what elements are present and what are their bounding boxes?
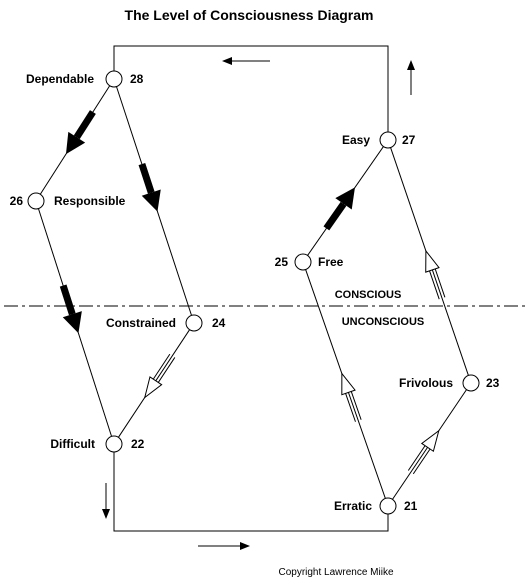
edge-arrow-head [65, 131, 86, 155]
edge-arrow-rail [407, 445, 426, 471]
edge-erratic-to-frivolous [392, 389, 467, 500]
node-responsible: 26 Responsible [10, 192, 126, 210]
node-erratic-name: Erratic [334, 499, 372, 513]
node-difficult: Difficult 22 [50, 435, 145, 453]
node-dependable: Dependable 28 [26, 70, 144, 88]
edge-arrow-rail [429, 270, 440, 300]
loop-arrow-up [407, 60, 415, 95]
edge-arrow-rail [345, 393, 356, 422]
loop-arrow-right [198, 542, 250, 550]
copyright-text: Copyright Lawrence Miike [278, 567, 393, 578]
node-erratic-circle [379, 497, 397, 515]
node-easy-circle [379, 131, 397, 149]
edge-arrow-rail [412, 448, 431, 475]
edge-arrow-head [62, 311, 82, 334]
node-easy-level: 27 [402, 133, 416, 147]
edge-arrow-head [335, 187, 355, 210]
node-dependable-level: 28 [130, 72, 144, 86]
edge-arrow-head [425, 249, 440, 273]
node-responsible-name: Responsible [54, 194, 126, 208]
node-dependable-circle [105, 70, 123, 88]
edge-dependable-to-responsible [39, 85, 111, 195]
node-difficult-level: 22 [131, 437, 145, 451]
edges-layer [37, 85, 469, 500]
node-free-level: 25 [275, 255, 289, 269]
node-difficult-circle [105, 435, 123, 453]
cycle-loop [102, 45, 415, 550]
edge-arrow-head [141, 189, 161, 212]
edge-arrow-shaft [73, 110, 96, 140]
node-constrained-circle [185, 314, 203, 332]
loop-arrow-left [222, 57, 270, 65]
edge-arrow-shaft [323, 201, 347, 231]
node-frivolous-level: 23 [486, 376, 500, 390]
node-responsible-level: 26 [10, 194, 24, 208]
edge-constrained-to-difficult [117, 329, 191, 438]
edge-arrow-head [143, 376, 163, 399]
loop-top-segment [113, 45, 389, 140]
node-erratic: Erratic 21 [334, 497, 418, 515]
node-easy: Easy 27 [342, 131, 416, 149]
node-constrained: Constrained 24 [106, 314, 226, 332]
node-constrained-name: Constrained [106, 316, 176, 330]
edge-frivolous-to-easy [390, 147, 469, 376]
edge-erratic-to-free [305, 269, 386, 499]
node-difficult-name: Difficult [50, 437, 95, 451]
edge-dependable-to-constrained [116, 86, 192, 316]
edge-arrow-head [420, 429, 440, 453]
edge-arrow-shaft [59, 284, 76, 316]
node-dependable-name: Dependable [26, 72, 94, 86]
zone-label-conscious: CONSCIOUS [335, 289, 402, 301]
node-erratic-level: 21 [404, 499, 418, 513]
loop-bottom-segment [113, 444, 389, 532]
node-constrained-level: 24 [212, 316, 226, 330]
node-responsible-circle [27, 192, 45, 210]
edge-responsible-to-difficult [37, 208, 113, 437]
edge-arrow-rail [152, 353, 171, 380]
edge-free-to-easy [307, 146, 384, 256]
node-free-circle [294, 253, 312, 271]
node-free: 25 Free [275, 253, 344, 271]
edge-arrow-rail [350, 391, 362, 420]
edge-arrow-rail [434, 268, 446, 298]
node-frivolous-name: Frivolous [399, 376, 453, 390]
edge-arrow-rail [157, 357, 176, 383]
loop-arrow-down [102, 483, 110, 519]
node-free-name: Free [318, 255, 344, 269]
edge-arrow-head [341, 372, 356, 396]
node-easy-name: Easy [342, 133, 370, 147]
node-frivolous: Frivolous 23 [399, 374, 500, 392]
edge-arrow-shaft [138, 163, 155, 194]
zone-label-unconscious: UNCONSCIOUS [342, 316, 425, 328]
node-frivolous-circle [462, 374, 480, 392]
diagram-title: The Level of Consciousness Diagram [125, 7, 374, 23]
